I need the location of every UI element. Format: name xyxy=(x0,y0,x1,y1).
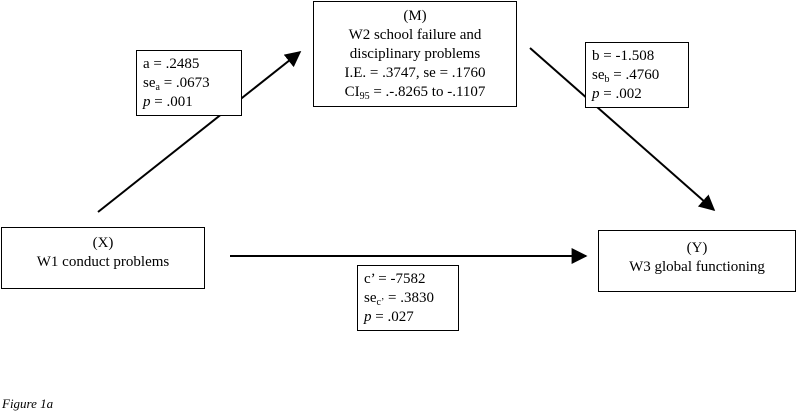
ci-sub: 95 xyxy=(359,91,370,102)
node-m-ci: CI95 = .-.8265 to -.1107 xyxy=(314,83,516,102)
path-a-se-value: = .0673 xyxy=(159,75,210,91)
node-y: (Y) W3 global functioning xyxy=(598,230,796,292)
node-m-tag: (M) xyxy=(403,8,427,24)
path-a-p: p = .001 xyxy=(143,93,235,112)
path-c-se-prefix: se xyxy=(364,290,377,306)
node-m-label-2: disciplinary problems xyxy=(349,46,481,62)
path-a-se-prefix: se xyxy=(143,75,156,91)
path-a-coef: a = .2485 xyxy=(143,56,200,72)
node-m-ie: I.E. = .3747, se = .1760 xyxy=(344,65,486,81)
arrow-a-x-to-m xyxy=(97,51,302,213)
path-c-se-value: = .3830 xyxy=(384,290,434,306)
path-b-se-prefix: se xyxy=(592,67,605,83)
path-c-p-value: = .027 xyxy=(371,309,414,325)
path-a-p-label: p xyxy=(143,94,151,110)
ci-prefix: CI xyxy=(344,84,360,100)
arrow-b-m-to-y xyxy=(529,47,716,212)
path-c-p-label: p xyxy=(364,309,372,325)
path-a-se-sub: a xyxy=(155,82,160,93)
path-c-p: p = .027 xyxy=(364,308,452,327)
path-b-se: seb = .4760 xyxy=(592,66,682,85)
node-y-label: W3 global functioning xyxy=(629,259,765,275)
path-c-coef: c’ = -7582 xyxy=(364,271,426,287)
path-c-se-sub: c’ xyxy=(376,297,385,308)
path-b-se-value: = .4760 xyxy=(609,67,660,83)
node-m: (M) W2 school failure and disciplinary p… xyxy=(313,1,517,107)
ci-value: = .-.8265 to -.1107 xyxy=(369,84,486,100)
figure-caption: Figure 1a xyxy=(2,396,54,411)
path-b-se-sub: b xyxy=(604,74,610,85)
path-b-p-value: = .002 xyxy=(599,86,642,102)
path-b-coef: b = -1.508 xyxy=(592,48,655,64)
node-x-label: W1 conduct problems xyxy=(36,254,170,270)
node-m-label-1: W2 school failure and xyxy=(348,27,482,43)
stats-path-b: b = -1.508 seb = .4760 p = .002 xyxy=(585,42,689,108)
path-c-se: sec’ = .3830 xyxy=(364,289,452,308)
node-y-tag: (Y) xyxy=(686,240,708,256)
stats-path-c-prime: c’ = -7582 sec’ = .3830 p = .027 xyxy=(357,265,459,331)
path-a-se: sea = .0673 xyxy=(143,74,235,93)
stats-path-a: a = .2485 sea = .0673 p = .001 xyxy=(136,50,242,116)
path-b-p: p = .002 xyxy=(592,85,682,104)
path-b-p-label: p xyxy=(592,86,600,102)
node-x: (X) W1 conduct problems xyxy=(1,227,205,289)
node-x-tag: (X) xyxy=(92,235,114,251)
path-a-p-value: = .001 xyxy=(150,94,193,110)
